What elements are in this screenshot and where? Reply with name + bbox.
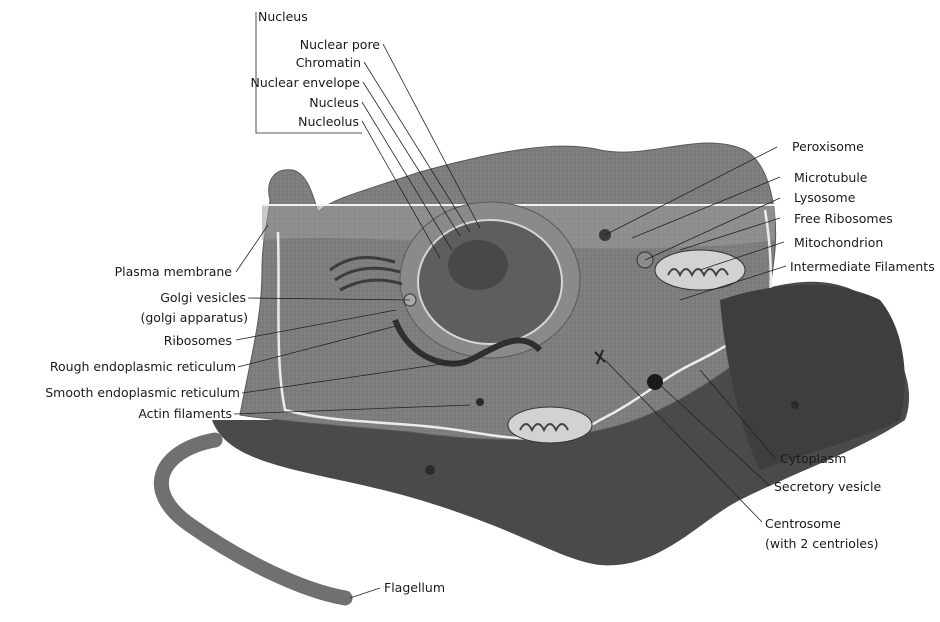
label-nucleus: Nucleus [309,95,359,110]
label-nucleolus: Nucleolus [298,114,359,129]
label-rough-er: Rough endoplasmic reticulum [50,359,236,374]
label-actin-filaments: Actin filaments [138,406,232,421]
label-plasma-membrane: Plasma membrane [115,264,233,279]
label-centrosome: Centrosome [765,516,841,531]
label-centrosome-note: (with 2 centrioles) [765,536,879,551]
label-flagellum: Flagellum [384,580,445,595]
label-ribosomes: Ribosomes [164,333,232,348]
label-lysosome: Lysosome [794,190,856,205]
label-intermediate-filaments: Intermediate Filaments [790,259,935,274]
label-nuclear-pore: Nuclear pore [300,37,381,52]
label-cytoplasm: Cytoplasm [780,451,846,466]
ribosome-dot [476,398,484,406]
nucleolus-shape [448,240,508,290]
label-golgi-vesicles: Golgi vesicles [160,290,246,305]
label-mitochondrion: Mitochondrion [794,235,883,250]
ribosome-dot-2 [425,465,435,475]
label-chromatin: Chromatin [296,55,361,70]
label-smooth-er: Smooth endoplasmic reticulum [45,385,240,400]
label-free-ribosomes: Free Ribosomes [794,211,893,226]
label-golgi-apparatus: (golgi apparatus) [140,310,248,325]
ribosome-dot-3 [791,401,799,409]
label-secretory-vesicle: Secretory vesicle [774,479,882,494]
label-peroxisome: Peroxisome [792,139,864,154]
label-nuclear-envelope: Nuclear envelope [250,75,360,90]
label-microtubule: Microtubule [794,170,868,185]
label-nucleus-header: Nucleus [258,9,308,24]
secretory-vesicle-shape [647,374,663,390]
